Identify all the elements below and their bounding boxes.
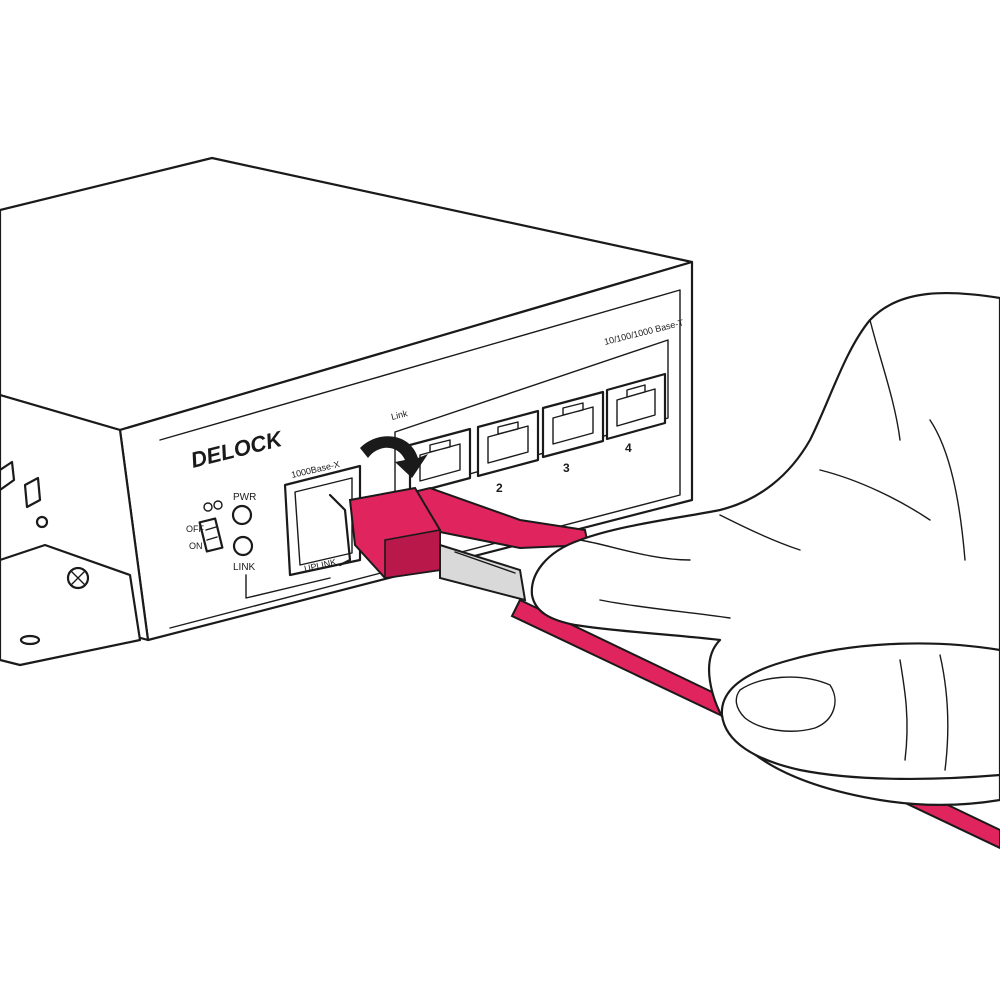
- side-hole: [35, 515, 49, 529]
- screw-cross-icon: [71, 571, 85, 585]
- thumb-crease-2: [939, 654, 949, 771]
- copper-ports-group: [394, 339, 669, 496]
- side-vent-2: [23, 476, 42, 509]
- mounting-bracket: [0, 543, 142, 667]
- port-number-4: 4: [625, 441, 632, 455]
- port-number-3: 3: [563, 461, 570, 475]
- rj45-port-3[interactable]: [541, 390, 605, 459]
- sfp-port-inner: [294, 477, 353, 566]
- fingertip-line: [599, 599, 731, 619]
- port-number-2: 2: [496, 481, 503, 495]
- bracket-hole: [19, 634, 41, 646]
- hand: [530, 291, 1000, 807]
- connector-clip: [328, 493, 352, 567]
- rj45-port-1[interactable]: [408, 427, 472, 496]
- knuckle-line: [819, 469, 931, 521]
- curved-arrow-down-icon: [360, 436, 428, 478]
- link-led: [232, 535, 254, 557]
- dip-switch[interactable]: [198, 500, 224, 553]
- link-led-label: LINK: [233, 562, 256, 573]
- sfp-port-housing[interactable]: [283, 464, 362, 577]
- boot-highlight: [454, 551, 516, 574]
- power-led-label: PWR: [233, 492, 256, 503]
- power-led: [231, 504, 253, 526]
- rj45-port-4[interactable]: [605, 372, 667, 441]
- rj45-port-2[interactable]: [476, 409, 540, 478]
- dip-off-label: OFF: [186, 524, 204, 534]
- bracket-screw-icon: [66, 566, 90, 590]
- link-row-label: Link: [390, 408, 409, 422]
- palm-line: [929, 419, 966, 561]
- finger-crease: [579, 539, 691, 561]
- knuckle-line-2: [869, 319, 901, 441]
- dip-on-label: ON: [189, 541, 203, 551]
- finger-crease-2: [719, 514, 801, 551]
- connector-boot: [439, 543, 527, 602]
- thumbnail: [735, 676, 836, 732]
- led-group-bracket: [245, 574, 331, 599]
- lc-connector[interactable]: [328, 486, 590, 602]
- front-panel-content: DELOCK OFF ON PWR LINK 1000Base-X UPLINK…: [186, 317, 685, 599]
- side-vent: [0, 460, 16, 492]
- thumb-crease: [899, 659, 908, 761]
